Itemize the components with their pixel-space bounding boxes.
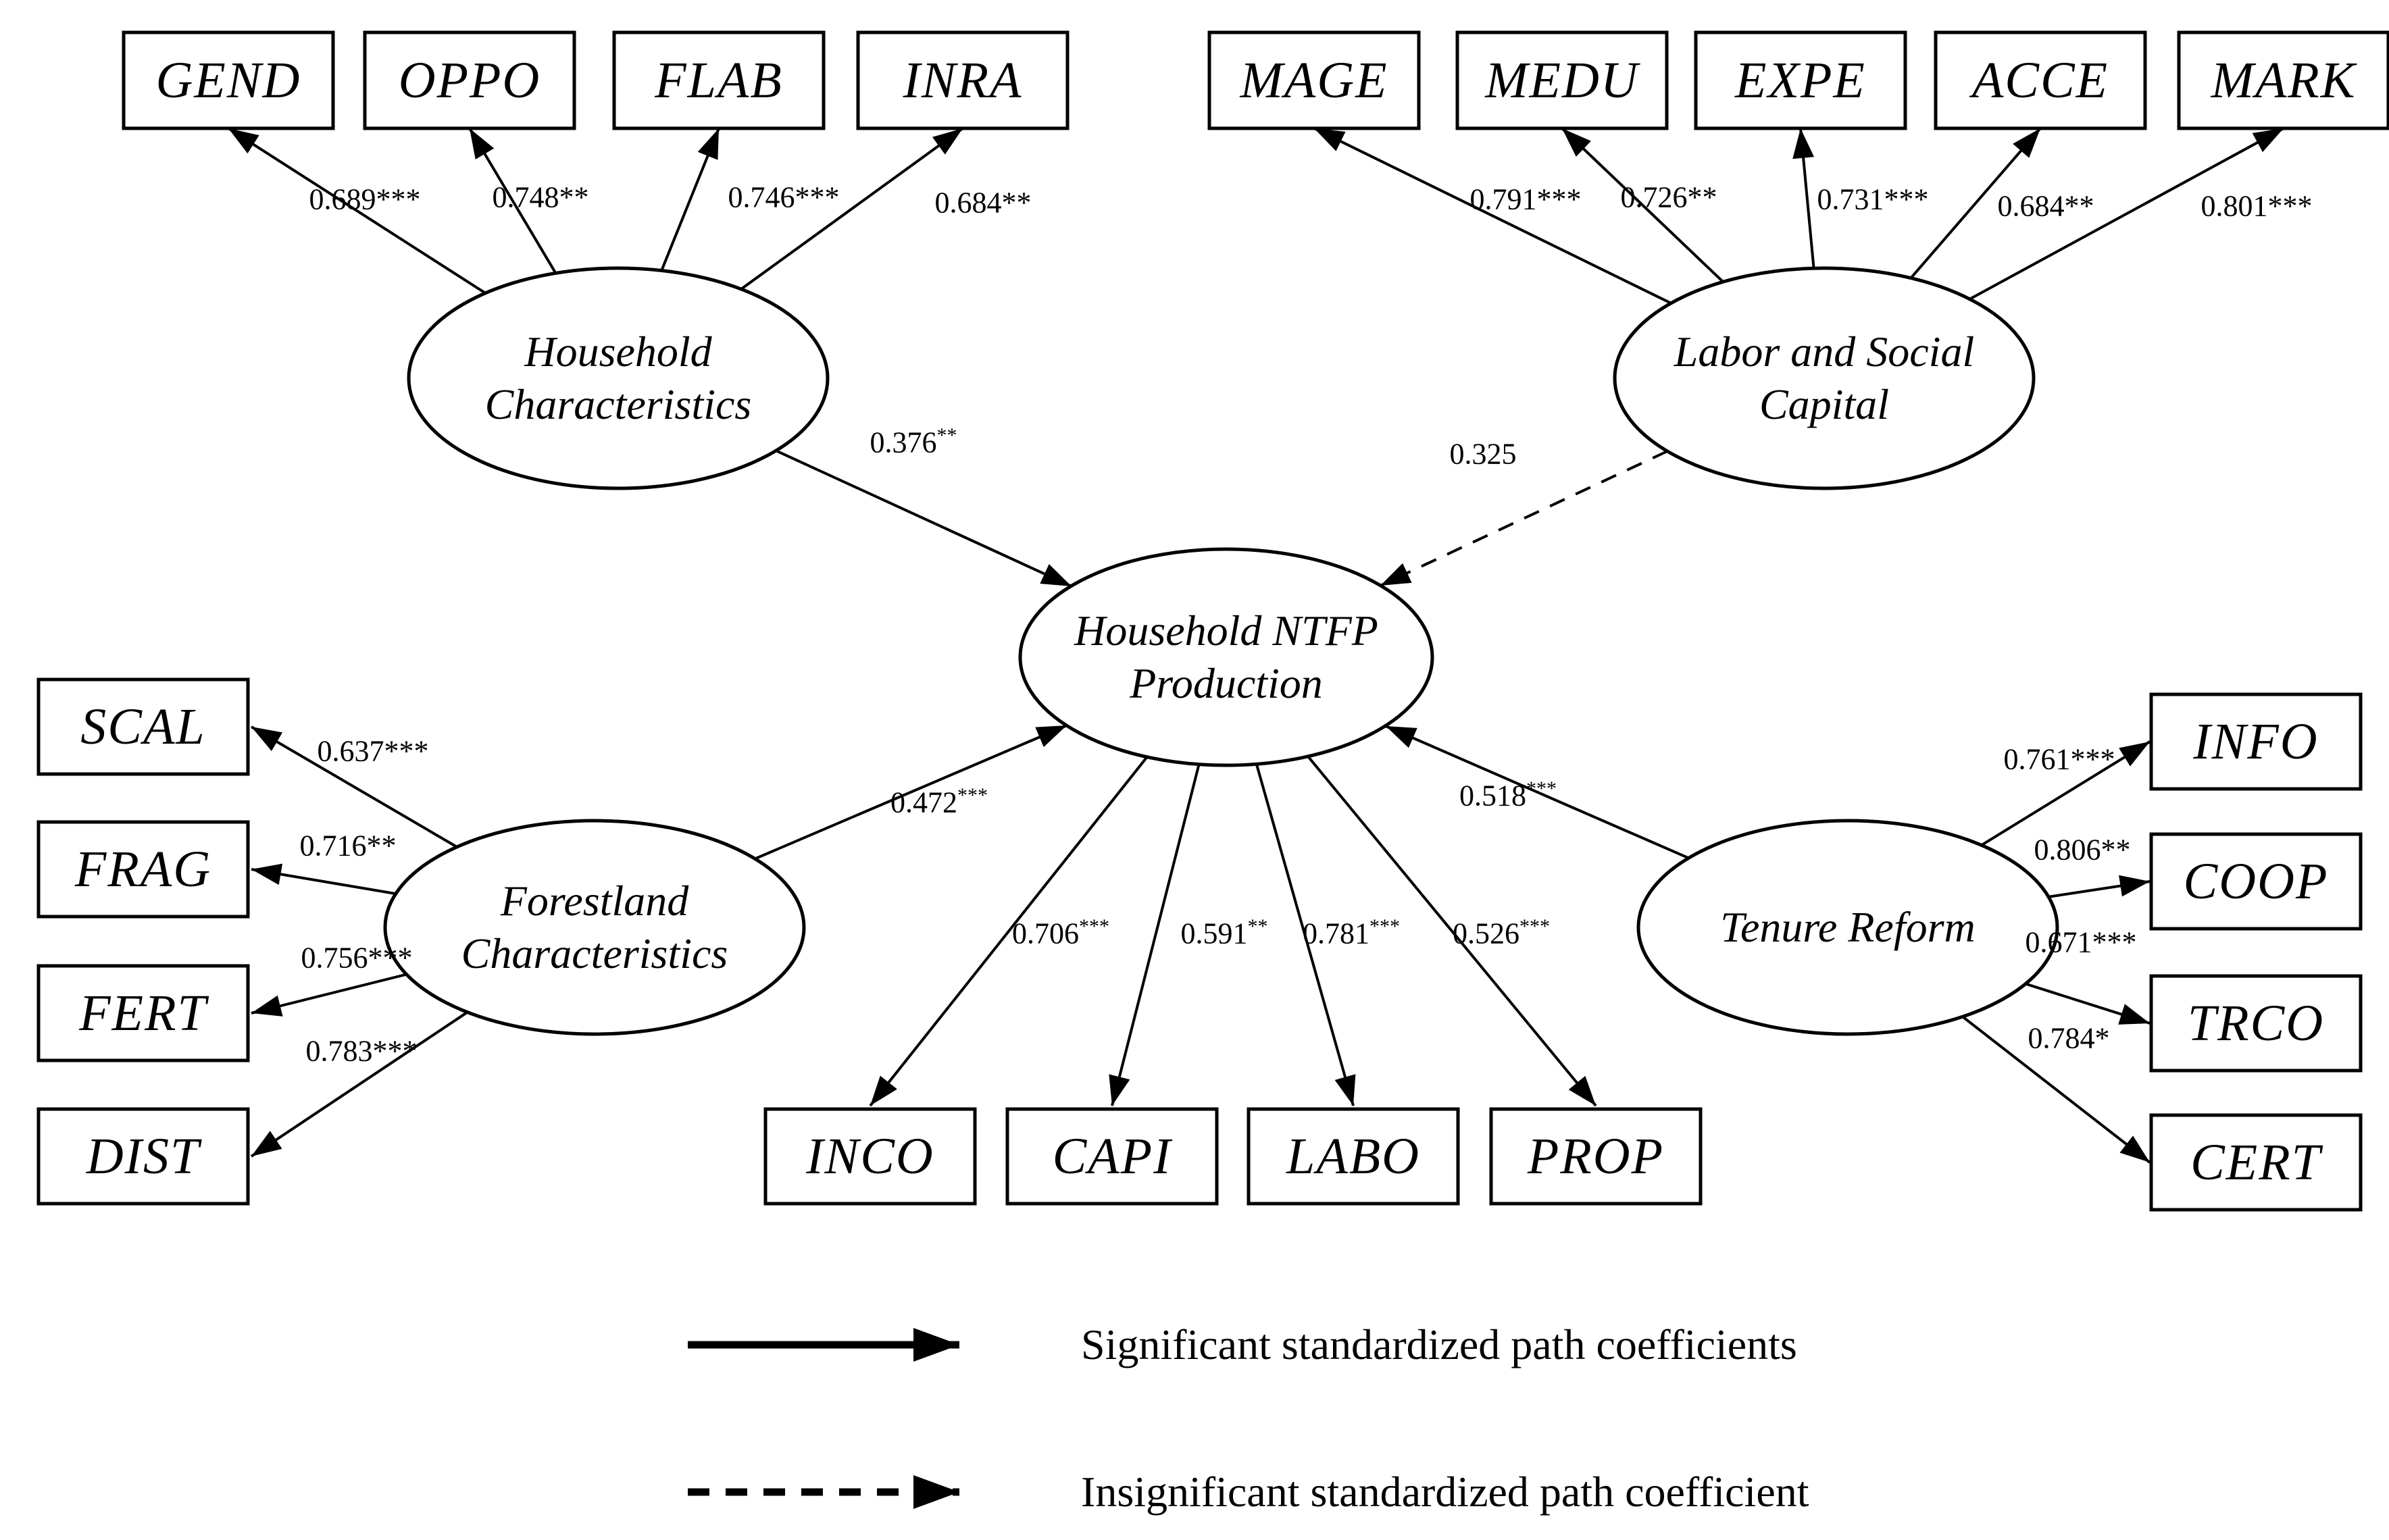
- path-coef-tenure-ntfp: 0.518***: [1459, 777, 1557, 813]
- box-mage: [1207, 30, 1421, 130]
- indicator-inra: INRA: [903, 51, 1023, 109]
- indicator-medu: MEDU: [1485, 51, 1639, 109]
- indicator-flab: FLAB: [655, 51, 783, 109]
- indicator-trco: TRCO: [2187, 994, 2325, 1052]
- path-coef-household-ntfp: 0.376**: [870, 424, 957, 459]
- box-cert: [2149, 1113, 2363, 1212]
- indicator-coop: COOP: [2183, 852, 2329, 910]
- indicator-gend: GEND: [155, 51, 301, 109]
- box-inco: [763, 1107, 977, 1206]
- ellipse-household-ntfp-production: [1018, 547, 1434, 767]
- loading-scal: 0.637***: [317, 734, 429, 768]
- indicator-oppo: OPPO: [398, 51, 541, 109]
- loading-mage: 0.791***: [1469, 182, 1582, 216]
- indicator-fert: FERT: [79, 984, 207, 1042]
- indicator-acce: ACCE: [1971, 51, 2109, 109]
- latent-labor-social-capital: Labor and Social Capital: [1674, 327, 1975, 428]
- box-capi: [1005, 1107, 1219, 1206]
- loading-inra: 0.684**: [934, 186, 1032, 220]
- ellipse-forestland-characteristics: [383, 819, 806, 1036]
- loading-flab: 0.746***: [728, 180, 840, 214]
- legend-dashed-label: Insignificant standardized path coeffici…: [1081, 1468, 1809, 1516]
- loading-cert: 0.784*: [2028, 1021, 2110, 1055]
- loading-fert: 0.756***: [301, 941, 413, 975]
- box-flab: [612, 30, 826, 130]
- loading-gend: 0.689***: [309, 182, 421, 216]
- path-coef-forestland-ntfp: 0.472***: [890, 784, 988, 819]
- box-acce: [1934, 30, 2147, 130]
- loading-medu: 0.726**: [1620, 180, 1717, 214]
- box-fert: [36, 964, 250, 1062]
- box-prop: [1489, 1107, 1703, 1206]
- indicator-cert: CERT: [2190, 1133, 2321, 1191]
- box-trco: [2149, 974, 2363, 1073]
- edge-labor-ntfp: [1380, 450, 1668, 587]
- box-inra: [856, 30, 1070, 130]
- latent-household-characteristics: Household Characteristics: [484, 327, 752, 428]
- loading-trco: 0.671***: [2025, 925, 2137, 959]
- indicator-prop: PROP: [1527, 1127, 1665, 1185]
- loading-mark: 0.801***: [2201, 189, 2313, 223]
- indicator-dist: DIST: [86, 1127, 201, 1185]
- box-medu: [1455, 30, 1669, 130]
- box-expe: [1694, 30, 1907, 130]
- indicator-info: INFO: [2193, 713, 2319, 770]
- ellipse-tenure-reform: [1636, 819, 2059, 1036]
- box-oppo: [363, 30, 576, 130]
- indicator-frag: FRAG: [74, 840, 212, 898]
- indicator-expe: EXPE: [1735, 51, 1866, 109]
- indicator-labo: LABO: [1286, 1127, 1420, 1185]
- loading-oppo: 0.748**: [492, 180, 589, 214]
- ellipse-labor-social-capital: [1613, 266, 2036, 490]
- box-mark: [2177, 30, 2389, 130]
- loading-info: 0.761***: [2003, 742, 2115, 776]
- box-gend: [122, 30, 335, 130]
- box-info: [2149, 692, 2363, 791]
- loading-prop: 0.526***: [1453, 915, 1550, 950]
- box-dist: [36, 1107, 250, 1206]
- box-scal: [36, 677, 250, 776]
- indicator-mage: MAGE: [1240, 51, 1388, 109]
- box-frag: [36, 820, 250, 919]
- path-coef-labor-ntfp: 0.325: [1449, 437, 1517, 471]
- latent-forestland-characteristics: Forestland Characteristics: [461, 876, 728, 977]
- ellipse-household-characteristics: [407, 266, 830, 490]
- loading-inco: 0.706***: [1012, 915, 1109, 950]
- loading-expe: 0.731***: [1817, 182, 1929, 216]
- legend-solid-label: Significant standardized path coefficien…: [1081, 1320, 1797, 1368]
- indicator-scal: SCAL: [80, 698, 206, 755]
- box-coop: [2149, 832, 2363, 931]
- indicator-inco: INCO: [806, 1127, 934, 1185]
- indicator-capi: CAPI: [1052, 1127, 1172, 1185]
- loading-acce: 0.684**: [1997, 189, 2094, 223]
- loading-coop: 0.806**: [2034, 833, 2131, 867]
- latent-household-ntfp-production: Household NTFP Production: [1074, 606, 1378, 707]
- latent-tenure-reform: Tenure Reform: [1720, 902, 1976, 951]
- loading-labo: 0.781***: [1303, 915, 1400, 950]
- loading-frag: 0.716**: [299, 829, 397, 863]
- loading-dist: 0.783***: [305, 1034, 418, 1068]
- loading-capi: 0.591**: [1180, 915, 1268, 950]
- indicator-mark: MARK: [2211, 51, 2357, 109]
- box-labo: [1247, 1107, 1460, 1206]
